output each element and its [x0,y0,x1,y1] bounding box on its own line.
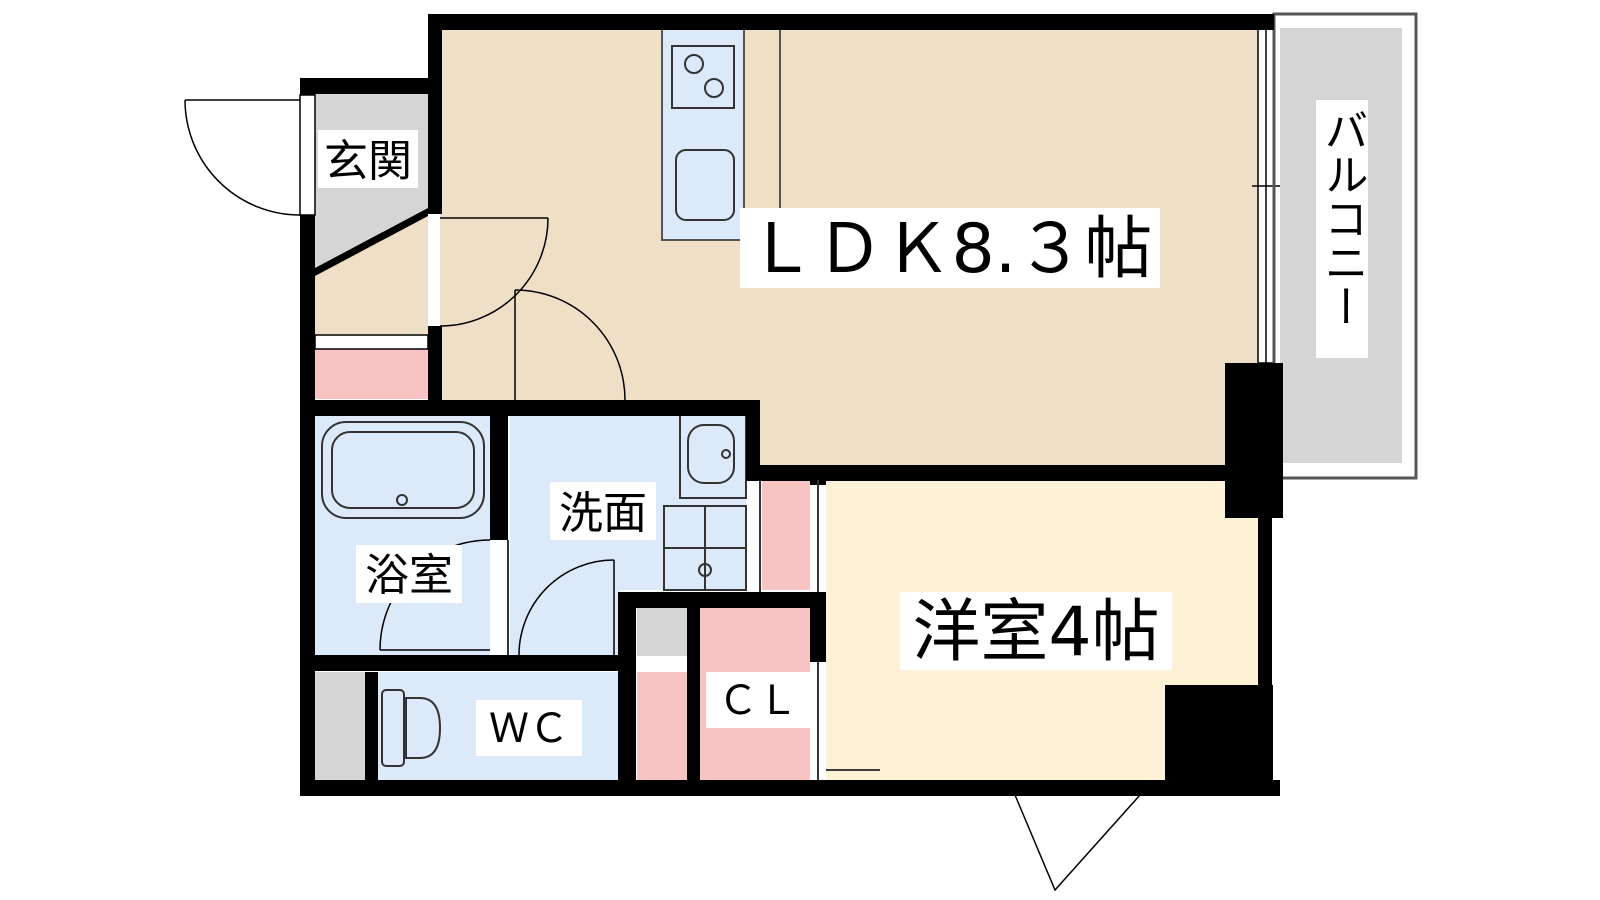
drain-icon [396,494,408,506]
label-entrance: 玄関 [324,136,412,187]
bathtub-icon [321,421,485,519]
column [1165,685,1273,795]
thin-partitions [507,480,819,780]
doors [184,99,1141,892]
label-western-room: 洋室4帖 [912,593,1159,672]
bathroom-area [315,415,490,655]
faucet-icon [721,449,731,459]
entry-door-swing [184,99,301,216]
drain-icon [698,563,712,577]
storage-strip [762,480,810,590]
column [1225,363,1283,518]
label-toilet: ＷＣ [489,706,569,752]
closet-side [637,672,687,782]
toilet-tank-icon [381,689,405,767]
sink-icon [675,149,735,221]
burner-icon [684,54,704,74]
hall-panel [314,334,429,350]
burner-icon [704,78,724,98]
stove-icon [671,45,735,109]
bathtub-inner [331,431,475,509]
label-washroom: 洗面 [559,488,647,539]
label-balcony: バルコニー [1317,108,1368,328]
closet-corner [637,608,687,656]
entrance-hall [315,210,428,335]
room-labels: 玄関 ＬＤＫ8.３帖 バルコニー 洗面 浴室 洋室4帖 ＣＬ ＷＣ [318,100,1368,756]
fixtures [321,414,747,767]
walls [300,14,1283,796]
entrance-sash [299,94,316,216]
toilet-bowl-icon [405,697,442,759]
label-closet: ＣＬ [718,678,798,724]
balcony-rail [1272,12,1418,480]
shoe-storage [315,349,428,399]
label-bathroom: 浴室 [365,550,453,601]
toilet-storage [315,672,365,782]
basin-bowl-icon [687,424,735,484]
label-ldk: ＬＤＫ8.３帖 [748,210,1153,289]
